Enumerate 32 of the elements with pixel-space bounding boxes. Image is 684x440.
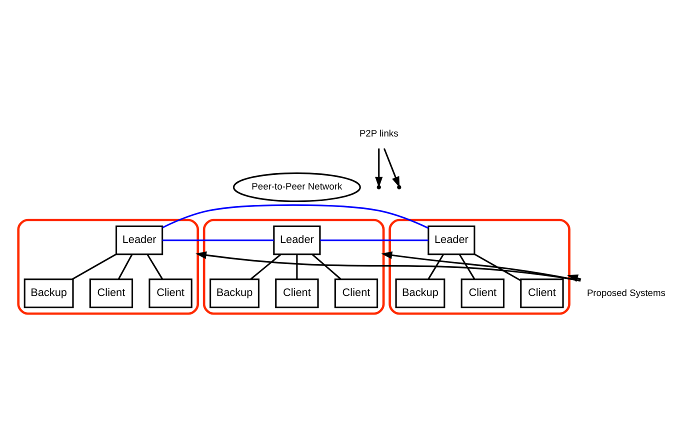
cluster xyxy=(17,218,199,315)
node-ellipse: Peer-to-Peer Network xyxy=(232,172,361,202)
connector xyxy=(428,254,444,280)
connector xyxy=(162,240,274,242)
node-box: Client xyxy=(275,278,319,308)
node-box: Backup xyxy=(210,278,260,308)
node-box: Leader xyxy=(273,225,321,256)
node-box: Client xyxy=(148,278,192,308)
arrow xyxy=(383,148,400,188)
connector xyxy=(72,254,117,280)
node-box: Client xyxy=(520,278,564,308)
connector xyxy=(146,254,163,280)
node-box: Client xyxy=(334,278,378,308)
node-box: Leader xyxy=(428,225,476,256)
arrow xyxy=(375,148,383,188)
node-box: Backup xyxy=(24,278,74,308)
node-box: Leader xyxy=(116,225,164,256)
connector xyxy=(118,254,133,280)
cluster xyxy=(388,218,570,315)
cluster xyxy=(202,218,385,315)
connector xyxy=(162,204,429,229)
connector xyxy=(458,254,476,280)
connector xyxy=(250,254,282,280)
node-text: Proposed Systems xyxy=(586,288,666,298)
node-box: Client xyxy=(460,278,504,308)
node-text: P2P links xyxy=(359,128,398,139)
connector xyxy=(312,254,342,280)
connector xyxy=(320,240,428,242)
connector xyxy=(474,254,522,282)
connector xyxy=(296,254,298,279)
node-box: Client xyxy=(89,278,134,308)
node-box: Backup xyxy=(395,278,446,308)
